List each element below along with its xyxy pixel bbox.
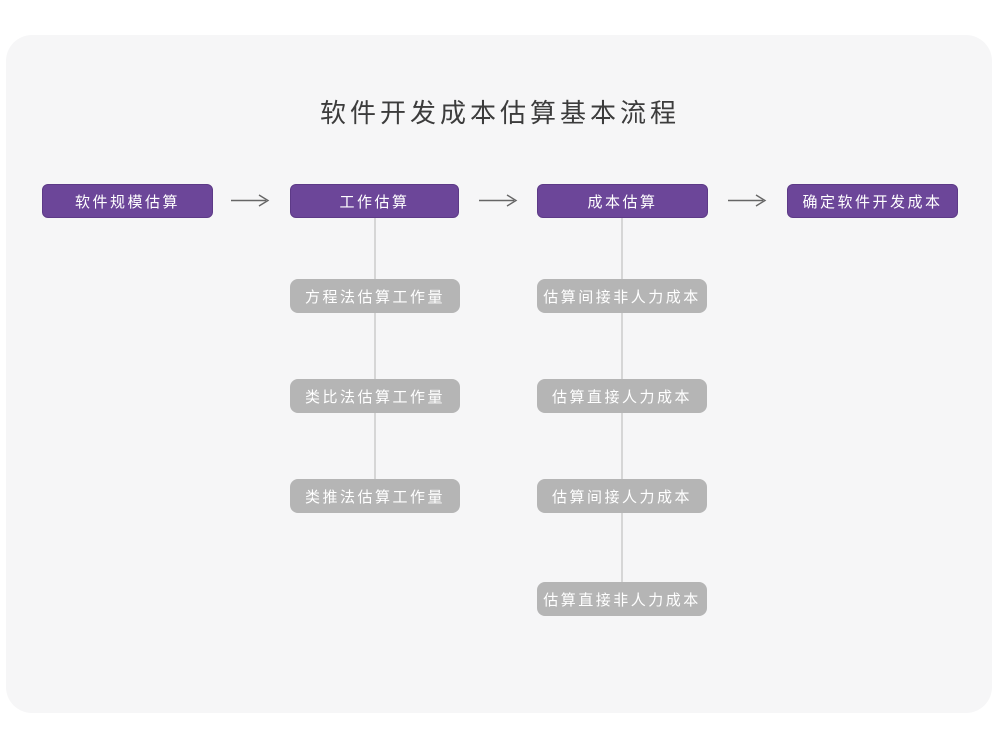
node-work-estimation: 工作估算 <box>290 184 459 218</box>
node-label: 估算直接人力成本 <box>551 388 692 406</box>
connector-work-estimation <box>374 218 376 482</box>
node-label: 成本估算 <box>587 193 658 211</box>
node-indirect-nonlabor-cost: 估算间接非人力成本 <box>537 279 707 313</box>
node-label: 估算间接人力成本 <box>551 488 692 506</box>
node-determine-development-cost: 确定软件开发成本 <box>787 184 958 218</box>
node-label: 工作估算 <box>339 193 410 211</box>
node-extrapolation-method: 类推法估算工作量 <box>290 479 460 513</box>
node-label: 确定软件开发成本 <box>802 193 943 211</box>
node-label: 软件规模估算 <box>74 193 180 211</box>
node-analogy-method: 类比法估算工作量 <box>290 379 460 413</box>
node-label: 估算间接非人力成本 <box>543 288 701 306</box>
node-label: 类比法估算工作量 <box>304 388 445 406</box>
node-cost-estimation: 成本估算 <box>537 184 708 218</box>
arrow-right-icon <box>479 194 518 207</box>
node-label: 估算直接非人力成本 <box>543 591 701 609</box>
node-label: 类推法估算工作量 <box>304 488 445 506</box>
node-indirect-labor-cost: 估算间接人力成本 <box>537 479 707 513</box>
node-direct-labor-cost: 估算直接人力成本 <box>537 379 707 413</box>
diagram-title: 软件开发成本估算基本流程 <box>319 98 680 128</box>
node-label: 方程法估算工作量 <box>304 288 445 306</box>
arrow-right-icon <box>231 194 270 207</box>
node-direct-nonlabor-cost: 估算直接非人力成本 <box>537 582 707 616</box>
node-equation-method: 方程法估算工作量 <box>290 279 460 313</box>
node-software-scale-estimation: 软件规模估算 <box>42 184 213 218</box>
arrow-right-icon <box>728 194 767 207</box>
diagram-card <box>6 35 992 713</box>
